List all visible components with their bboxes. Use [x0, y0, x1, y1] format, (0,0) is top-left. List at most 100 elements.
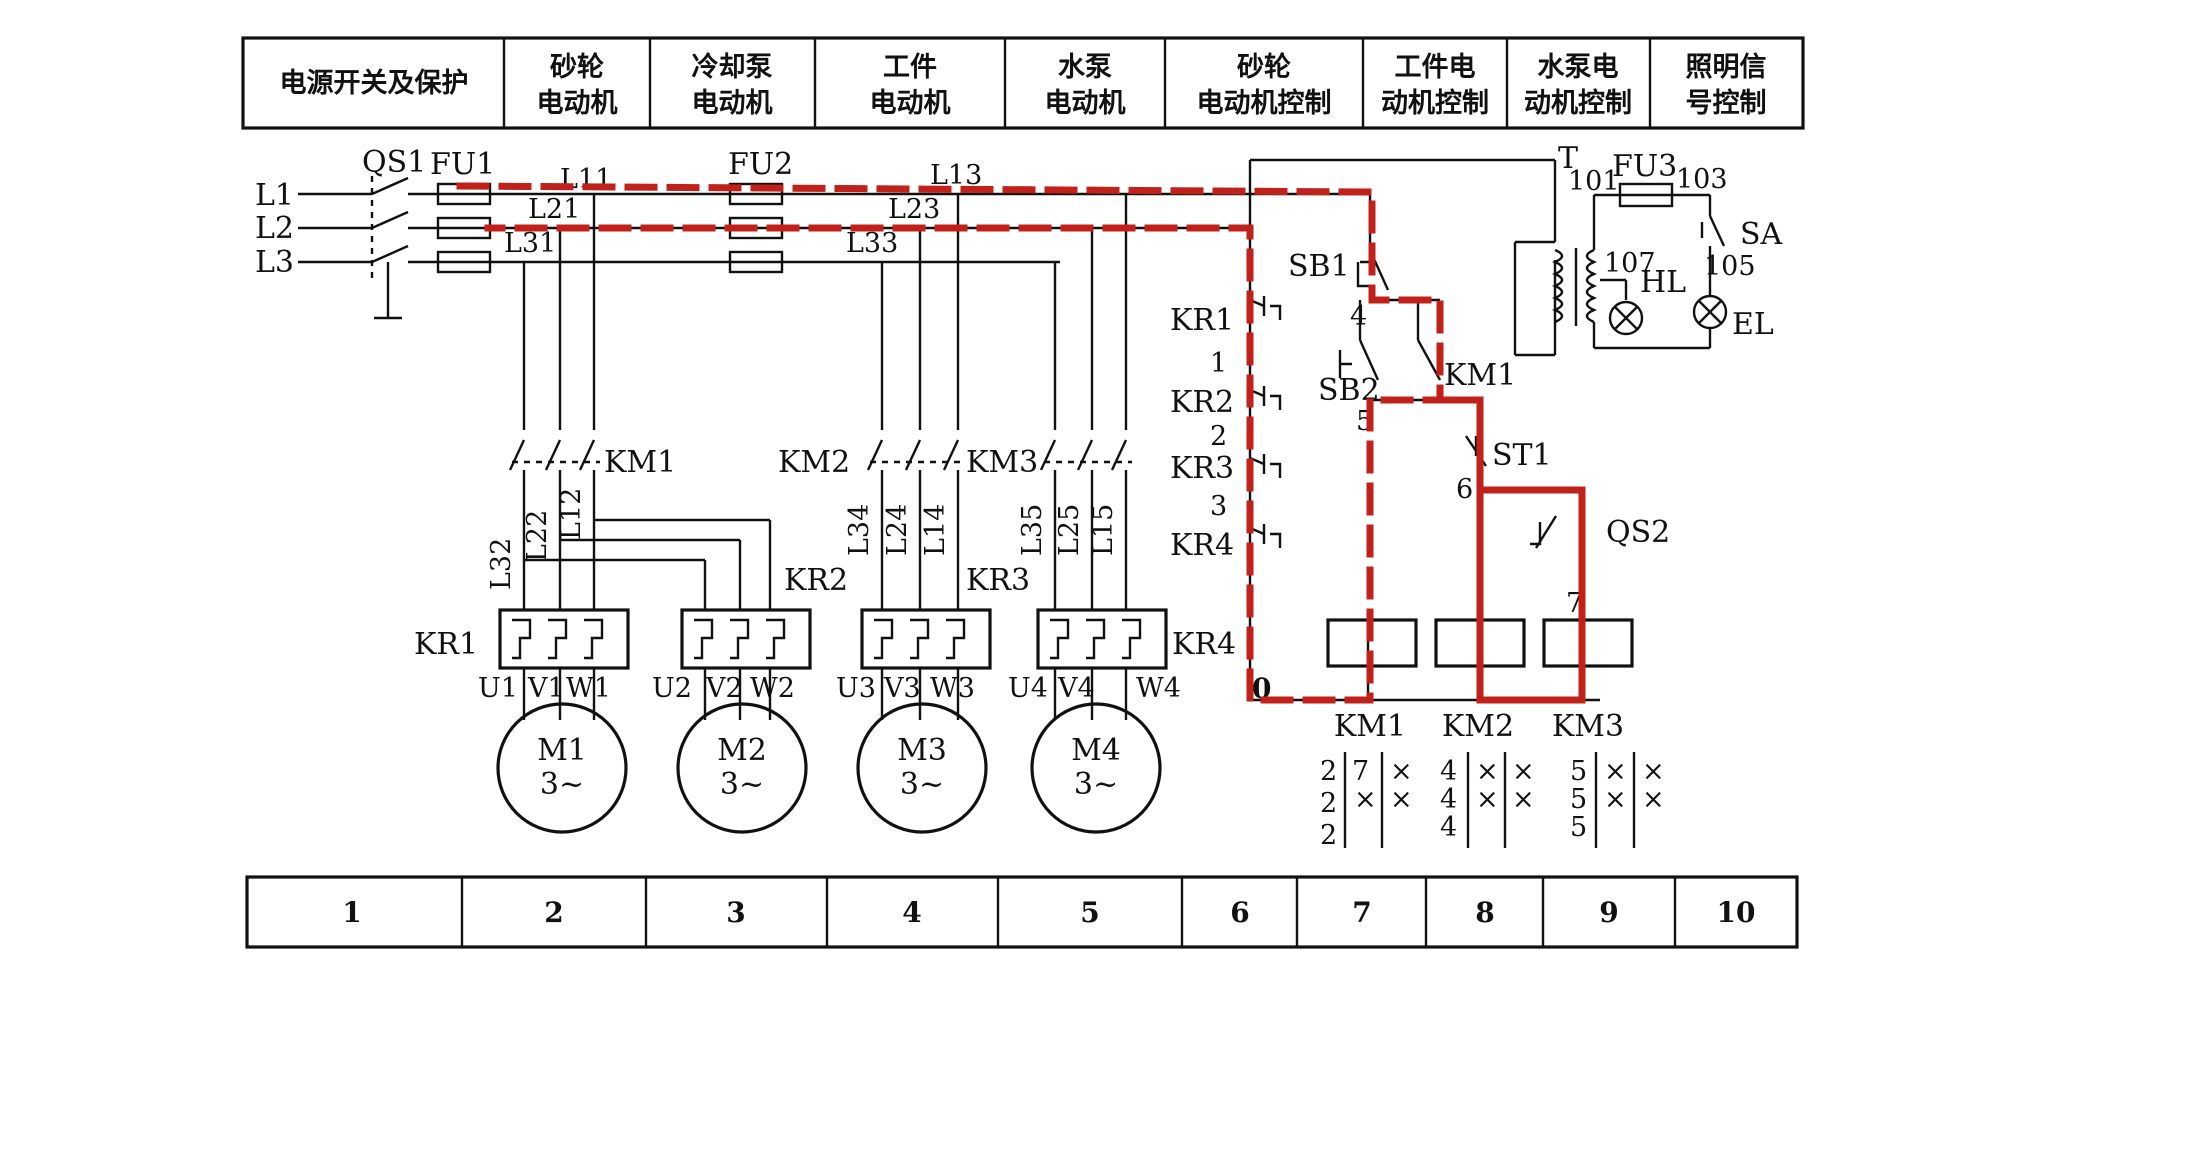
header-cell-grinder-control-l1: 砂轮	[1237, 52, 1291, 83]
motor-m4-type: 3~	[1074, 767, 1118, 802]
footer-frame	[245, 875, 1799, 949]
kr3-nc-contact	[1249, 454, 1282, 478]
km1-table-cell: 2	[1320, 788, 1337, 819]
fu2-fuse-1	[728, 182, 784, 206]
m3-terminal-u: U3	[836, 673, 876, 704]
km1-coil-label: KM1	[1334, 709, 1406, 744]
header-cell-grinder-control-l2: 电动机控制	[1197, 88, 1332, 119]
footer-cell-9: 9	[1599, 896, 1618, 929]
header-cell-workpiece-control-l2: 动机控制	[1381, 88, 1489, 119]
el-label: EL	[1732, 307, 1774, 342]
m3-terminal-w: W3	[930, 673, 975, 704]
km2-table-cross: ×	[1512, 756, 1535, 787]
node-6: 6	[1456, 474, 1473, 505]
motor-m4	[1030, 702, 1162, 834]
footer-cell-7: 7	[1352, 896, 1371, 929]
km2-table-cross: ×	[1476, 756, 1499, 787]
fu1-label: FU1	[430, 147, 495, 182]
st1-label: ST1	[1492, 438, 1552, 473]
km1-aux-label: KM1	[1444, 358, 1516, 393]
km3-coil	[1542, 618, 1634, 668]
phase-label-l3: L3	[255, 245, 294, 280]
km1-table-cross: ×	[1354, 784, 1377, 815]
footer-cell-8: 8	[1475, 896, 1494, 929]
highlighted-current-paths	[456, 182, 1586, 704]
kr3-label: KR3	[966, 563, 1030, 598]
motors: U1 V1 W1 M1 3~ U2 V2 W2 M2 3~ U3 V3 W3 M…	[478, 668, 1181, 834]
ctrl-kr3-label: KR3	[1170, 451, 1234, 486]
km1-main-contact-label: KM1	[604, 445, 676, 480]
node-3: 3	[1210, 491, 1227, 522]
control-circuit: KR1 1 KR2 2 KR3 3 KR4 0 SB1 4 SB2 5 KM1 …	[1170, 158, 1670, 851]
motor-m1	[496, 702, 628, 834]
sb2-button	[1338, 339, 1380, 381]
node-107: 107	[1604, 248, 1656, 279]
km2-table-cell: 4	[1440, 812, 1457, 843]
motor-m4-name: M4	[1071, 733, 1121, 768]
wire-l15: L15	[1088, 504, 1119, 556]
km2-power-branch: KM2 L34 L24 L14 KR3	[778, 194, 1030, 610]
hl-lamp	[1608, 300, 1644, 336]
qs2-switch	[1530, 515, 1558, 549]
ctrl-kr4-label: KR4	[1170, 528, 1234, 563]
header-frame	[241, 36, 1805, 130]
km1-table-cross: ×	[1390, 784, 1413, 815]
header-cell-grinder-motor-l2: 电动机	[537, 88, 618, 119]
header-cell-lighting-control-l1: 照明信	[1686, 52, 1767, 83]
km3-table-cell: 5	[1570, 812, 1587, 843]
footer-cell-4: 4	[902, 896, 921, 929]
ctrl-kr1-label: KR1	[1170, 303, 1234, 338]
qs1-label: QS1	[362, 145, 426, 180]
m2-terminal-w: W2	[750, 673, 795, 704]
footer-cell-2: 2	[544, 896, 563, 929]
km3-coil-label: KM3	[1552, 709, 1624, 744]
km2-table-cell: 4	[1440, 756, 1457, 787]
wire-l21: L21	[528, 194, 580, 225]
fu2-fuse-3	[728, 250, 784, 274]
motor-m3	[856, 702, 988, 834]
wire-l33: L33	[846, 228, 898, 259]
km3-table-cross: ×	[1642, 756, 1665, 787]
header-cell-workpiece-control-l1: 工件电	[1395, 52, 1476, 83]
m1-terminal-v: V1	[527, 673, 565, 704]
km1-table-cross: ×	[1390, 756, 1413, 787]
footer-cell-10: 10	[1717, 896, 1756, 929]
fu2-label: FU2	[728, 147, 793, 182]
node-4: 4	[1350, 301, 1367, 332]
header-cell-power: 电源开关及保护	[280, 68, 469, 99]
km3-table-cross: ×	[1604, 784, 1627, 815]
kr2-label: KR2	[784, 563, 848, 598]
node-105: 105	[1704, 251, 1756, 282]
km3-table-cell: 5	[1570, 756, 1587, 787]
km1-power-branch: KM1 L32 L22 L12 KR2	[486, 194, 848, 610]
km2-table-cell: 4	[1440, 784, 1457, 815]
kr4-nc-contact	[1249, 524, 1282, 548]
m4-terminal-u: U4	[1008, 673, 1048, 704]
m2-terminal-v: V2	[705, 673, 743, 704]
motor-m3-type: 3~	[900, 767, 944, 802]
wire-l25: L25	[1054, 504, 1085, 556]
header-cell-pump-control-l2: 动机控制	[1524, 88, 1632, 119]
m4-terminal-v: V4	[1057, 673, 1095, 704]
sa-label: SA	[1740, 217, 1783, 252]
km2-coil-label: KM2	[1442, 709, 1514, 744]
kr2-nc-contact	[1249, 386, 1282, 410]
footer-cell-5: 5	[1080, 896, 1099, 929]
header-cell-coolant-motor-l1: 冷却泵	[692, 52, 773, 83]
footer-cell-3: 3	[726, 896, 745, 929]
footer-table: 1 2 3 4 5 6 7 8 9 10	[245, 875, 1799, 949]
main-buses: L11 L21 L31 L13 L23 L33 FU2	[490, 147, 1370, 274]
motor-m1-type: 3~	[540, 767, 584, 802]
header-cell-coolant-motor-l2: 电动机	[692, 88, 773, 119]
kr2-relay	[680, 608, 812, 670]
footer-cell-1: 1	[342, 896, 361, 929]
thermal-relays: KR1 KR4	[414, 608, 1236, 670]
km1-contact-table: 2 2 2 7 × × ×	[1320, 752, 1413, 851]
motor-m2-name: M2	[717, 733, 767, 768]
km1-table-cell: 2	[1320, 756, 1337, 787]
kr1-label: KR1	[414, 627, 478, 662]
km2-main-contact-label: KM2	[778, 445, 850, 480]
wire-l12: L12	[556, 488, 587, 540]
header-cell-pump-motor-l2: 电动机	[1045, 88, 1126, 119]
